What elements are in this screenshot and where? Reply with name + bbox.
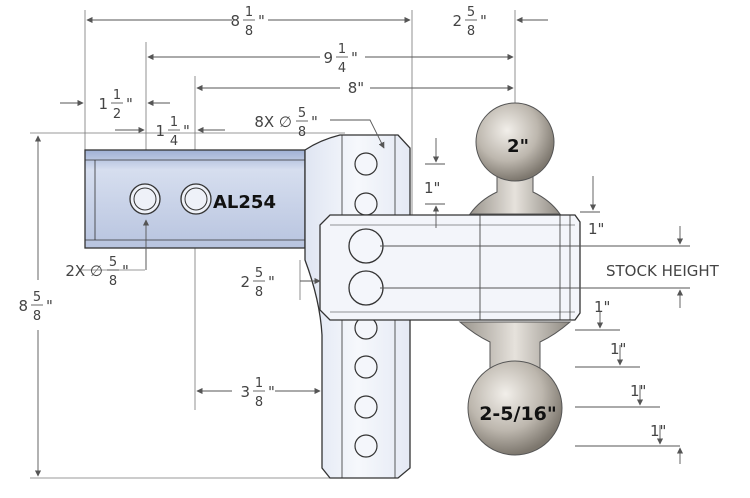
svg-text:8: 8 bbox=[245, 24, 253, 39]
shaft-hole bbox=[354, 395, 378, 419]
svg-text:1: 1 bbox=[170, 115, 178, 130]
svg-text:": " bbox=[183, 122, 190, 140]
dim-right-offset: 2 5 8 " bbox=[452, 5, 486, 39]
dim-to-pin-9: 9 1 4 " bbox=[323, 42, 357, 76]
svg-text:8: 8 bbox=[109, 274, 117, 289]
shaft-hole bbox=[354, 355, 378, 379]
top-ball-size-label: 2" bbox=[507, 136, 529, 157]
svg-text:1: 1 bbox=[155, 122, 165, 140]
svg-text:": " bbox=[122, 262, 129, 280]
bottom-ball-size-label: 2-5/16" bbox=[479, 403, 557, 425]
svg-text:5: 5 bbox=[298, 106, 306, 121]
svg-text:": " bbox=[351, 49, 358, 67]
mount-pin-hole bbox=[348, 270, 384, 306]
ball-mount bbox=[319, 214, 581, 321]
svg-text:2: 2 bbox=[113, 107, 121, 122]
dim-drop-center: 2 5 8 " bbox=[240, 266, 274, 300]
svg-text:5: 5 bbox=[467, 5, 475, 20]
svg-text:8X ∅: 8X ∅ bbox=[254, 113, 292, 131]
svg-text:": " bbox=[258, 12, 265, 30]
svg-text:8: 8 bbox=[255, 285, 263, 300]
svg-text:5: 5 bbox=[109, 255, 117, 270]
svg-text:1: 1 bbox=[255, 376, 263, 391]
dim-overall-length: 8 1 8 " bbox=[230, 5, 264, 39]
dim-overall-height: 8 5 8 " bbox=[18, 290, 52, 324]
dim-shank-left-2: 1 1 4 " bbox=[155, 115, 189, 149]
svg-text:9: 9 bbox=[323, 49, 333, 67]
dim-hole-spacing: 1" bbox=[424, 179, 440, 197]
svg-text:2: 2 bbox=[452, 12, 462, 30]
svg-text:": " bbox=[311, 113, 318, 131]
dimension-lines bbox=[34, 16, 690, 477]
top-hitch-ball bbox=[469, 102, 561, 215]
svg-text:4: 4 bbox=[170, 134, 178, 149]
svg-text:8: 8 bbox=[230, 12, 240, 30]
svg-text:8: 8 bbox=[33, 309, 41, 324]
svg-text:": " bbox=[46, 297, 53, 315]
shaft-hole bbox=[354, 434, 378, 458]
svg-text:8: 8 bbox=[255, 395, 263, 410]
svg-text:": " bbox=[268, 383, 275, 401]
dim-shank-left-1: 1 1 2 " bbox=[98, 88, 132, 122]
svg-text:3: 3 bbox=[240, 383, 250, 401]
svg-text:4: 4 bbox=[338, 61, 346, 76]
svg-text:5: 5 bbox=[33, 290, 41, 305]
stock-height-label: STOCK HEIGHT bbox=[606, 262, 720, 280]
shaft-hole bbox=[354, 192, 378, 216]
svg-text:2: 2 bbox=[240, 273, 250, 291]
dim-holes-2x: 2X ∅ 5 8 " bbox=[65, 255, 129, 289]
dim-stack-2: 1" bbox=[594, 298, 610, 316]
bottom-hitch-ball bbox=[458, 321, 572, 456]
dim-stack-3: 1" bbox=[610, 340, 626, 358]
svg-text:5: 5 bbox=[255, 266, 263, 281]
dim-to-pin-8: 8" bbox=[348, 79, 364, 97]
svg-text:1: 1 bbox=[98, 95, 108, 113]
svg-text:": " bbox=[268, 273, 275, 291]
mount-pin-hole bbox=[348, 228, 384, 264]
dim-stack-1: 1" bbox=[588, 220, 604, 238]
dim-holes-8x: 8X ∅ 5 8 " bbox=[254, 106, 318, 140]
shaft-hole bbox=[354, 152, 378, 176]
dim-drop-lower: 3 1 8 " bbox=[240, 376, 274, 410]
svg-text:8: 8 bbox=[298, 125, 306, 140]
svg-text:1: 1 bbox=[113, 88, 121, 103]
svg-text:2X ∅: 2X ∅ bbox=[65, 262, 103, 280]
part-number-label: AL254 bbox=[213, 192, 276, 213]
svg-text:1: 1 bbox=[338, 42, 346, 57]
svg-text:1: 1 bbox=[245, 5, 253, 20]
svg-text:": " bbox=[126, 95, 133, 113]
svg-text:8: 8 bbox=[18, 297, 28, 315]
dim-stack-4: 1" bbox=[630, 382, 646, 400]
dim-stack-5: 1" bbox=[650, 422, 666, 440]
svg-text:8: 8 bbox=[467, 24, 475, 39]
svg-text:": " bbox=[480, 12, 487, 30]
